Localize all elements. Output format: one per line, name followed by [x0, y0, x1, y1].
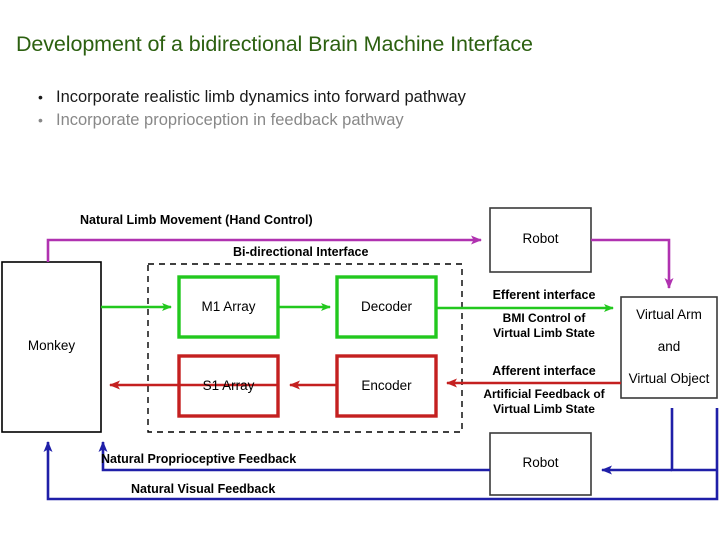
virtual-and-label: and [657, 339, 681, 354]
natural-visual-feedback-arrow [43, 408, 719, 501]
afferent-sub-label-line2: Virtual Limb State [493, 402, 595, 416]
robot-top-box [489, 207, 592, 273]
bullet-text: Incorporate proprioception in feedback p… [56, 111, 404, 129]
monkey-label: Monkey [27, 338, 76, 353]
bullet-text: Incorporate realistic limb dynamics into… [56, 88, 466, 106]
list-item: • Incorporate proprioception in feedback… [34, 109, 704, 132]
encoder-label: Encoder [361, 378, 412, 393]
diagram-vector-layer [1, 207, 719, 501]
monkey-box [1, 261, 102, 433]
natural-limb-movement-arrow [46, 235, 482, 262]
page-title: Development of a bidirectional Brain Mac… [16, 32, 533, 56]
bullet-list: • Incorporate realistic limb dynamics in… [34, 86, 704, 132]
bmi-block-diagram: Natural Limb Movement (Hand Control) Bi-… [0, 180, 720, 540]
robot-to-virtual-arrow [591, 238, 674, 289]
efferent-sub-label-line2: Virtual Limb State [493, 326, 595, 340]
robot-top-label: Robot [522, 231, 559, 246]
natural-limb-movement-label: Natural Limb Movement (Hand Control) [80, 213, 313, 227]
virtual-arm-label: Virtual Arm [636, 307, 702, 322]
list-item: • Incorporate realistic limb dynamics in… [34, 86, 704, 109]
afferent-interface-label: Afferent interface [492, 364, 596, 378]
bullet-marker-icon: • [38, 112, 43, 128]
bidirectional-interface-label: Bi-directional Interface [233, 245, 369, 259]
natural-proprioceptive-feedback-arrow [98, 441, 490, 472]
virtual-object-label: Virtual Object [628, 371, 710, 386]
virtual-to-proprio-link [670, 408, 717, 472]
bidirectional-interface-boundary [147, 263, 463, 433]
virtual-arm-object-box [620, 296, 718, 399]
natural-proprioceptive-feedback-label: Natural Proprioceptive Feedback [101, 452, 297, 466]
m1-array-box [177, 275, 280, 339]
natural-visual-feedback-label: Natural Visual Feedback [131, 482, 276, 496]
s1-array-label: S1 Array [202, 378, 255, 393]
robot-bottom-box [489, 432, 592, 496]
robot-bottom-label: Robot [522, 455, 559, 470]
bullet-marker-icon: • [38, 89, 43, 105]
afferent-sub-label-line1: Artificial Feedback of [483, 387, 605, 401]
efferent-sub-label-line1: BMI Control of [502, 311, 586, 325]
efferent-interface-label: Efferent interface [492, 288, 596, 302]
decoder-label: Decoder [360, 299, 413, 314]
m1-array-label: M1 Array [201, 299, 256, 314]
